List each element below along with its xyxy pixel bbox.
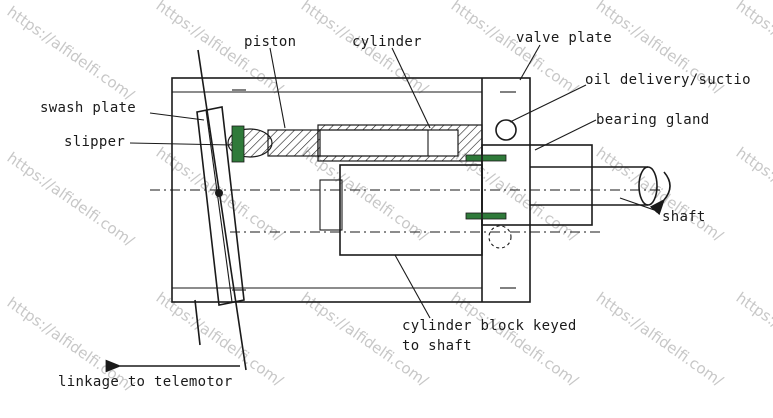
cylinder-block-outline [339,164,483,256]
leader-swash-plate [149,112,205,121]
watermark-text: https://alfidelfi.com/ [593,144,728,246]
label-linkage: linkage to telemotor [58,374,233,390]
leader-oil-delivery [509,84,587,123]
shaft-end [638,166,658,206]
label-cylinder-block-line1: cylinder block keyed [402,318,577,334]
leader-piston [269,47,286,129]
rotation-arrow-icon [649,171,671,216]
oil-suction-port [488,225,512,249]
leader-cylinder-block [394,254,431,319]
piston-rod [267,129,321,157]
swash-plate-body [196,106,245,306]
watermark-text: https://alfidelfi.com/ [733,289,773,391]
piston-body [317,129,429,157]
label-cylinder: cylinder [352,34,422,50]
leader-valve-plate [519,44,541,81]
label-cylinder-block-line2: to shaft [402,338,472,354]
piston-assembly [227,124,507,220]
cylinder-bore [317,129,459,157]
watermark-text: https://alfidelfi.com/ [593,289,728,391]
watermark-text: https://alfidelfi.com/ [4,149,139,251]
watermark-text: https://alfidelfi.com/ [733,144,773,246]
label-shaft: shaft [662,209,706,225]
label-slipper: slipper [64,134,125,150]
label-valve-plate: valve plate [516,30,612,46]
shaft-assembly [481,144,671,226]
watermark-layer: https://alfidelfi.com/ https://alfidelfi… [4,0,773,395]
bearing-gland-box [481,144,593,226]
oil-port [488,119,517,249]
slipper-pad [231,125,245,163]
label-oil-delivery: oil delivery/suctio [585,72,751,88]
valve-seal-upper [465,154,507,162]
label-bearing-gland: bearing gland [596,112,709,128]
leader-lines [129,44,661,319]
watermark-text: https://alfidelfi.com/ [448,0,583,98]
leader-slipper [129,142,233,146]
valve-seal-lower [465,212,507,220]
swash-plate-centerline [205,109,233,303]
oil-delivery-port [495,119,517,141]
leader-cylinder [391,47,431,129]
watermark-text: https://alfidelfi.com/ [4,3,139,105]
cylinder-block-hub [319,179,343,231]
leader-bearing-gland [534,119,597,151]
swash-plate-linkage [197,49,247,371]
label-piston: piston [244,34,296,50]
linkage-lower [194,299,201,346]
swash-plate [194,49,247,371]
label-swash-plate: swash plate [40,100,136,116]
leader-shaft [619,197,661,213]
labels: piston cylinder valve plate oil delivery… [40,30,751,390]
